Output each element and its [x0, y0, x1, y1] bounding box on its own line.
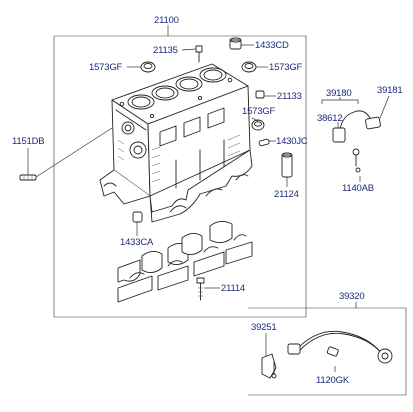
- bolt-21114-drawing: [196, 277, 205, 301]
- dowel-1430jc-drawing: [258, 138, 270, 147]
- knock-sensor-drawing: [287, 330, 393, 364]
- label-plug-1433ca: 1433CA: [120, 237, 154, 248]
- bearing-caps-drawing: [117, 221, 253, 303]
- label-plug-mid: 1573GF: [242, 106, 276, 117]
- lead-21135: [181, 48, 197, 51]
- label-part-38612: 38612: [317, 113, 342, 124]
- stud-1151db-drawing: [19, 174, 37, 181]
- label-plug-21124: 21124: [274, 189, 299, 200]
- label-knock-sensor: 39320: [339, 291, 364, 302]
- knock-sensor-frame: [248, 307, 407, 396]
- label-dowel-1430jc: 1430JC: [276, 136, 308, 147]
- lead-1573gf-mid: [251, 117, 259, 122]
- label-plug-right: 1573GF: [269, 62, 303, 73]
- label-pin-21133: 21133: [277, 91, 302, 102]
- plug-21124-drawing: [281, 152, 293, 178]
- lead-39181: [379, 95, 390, 119]
- plug-1573gf-left-drawing: [140, 61, 156, 73]
- plug-1573gf-right-drawing: [241, 61, 257, 73]
- label-stud-1151db: 1151DB: [12, 136, 44, 147]
- label-bolt-1140ab: 1140AB: [342, 183, 374, 194]
- plug-1433ca-drawing: [132, 211, 143, 223]
- cap-1433cd-drawing: [229, 37, 242, 50]
- label-bearing-bolt: 21114: [221, 283, 245, 294]
- engine-block-drawing: [99, 63, 253, 223]
- plug-1573gf-mid-drawing: [251, 119, 265, 131]
- sensor-group-bracket: [321, 99, 359, 104]
- bolt-21135-drawing: [195, 45, 203, 63]
- label-bolt-21135: 21135: [153, 45, 178, 56]
- label-cap-1433cd: 1433CD: [255, 40, 289, 51]
- label-engine-block: 21100: [154, 15, 179, 26]
- bracket-39251-drawing: [261, 353, 277, 379]
- label-bolt-1120gk: 1120GK: [316, 375, 350, 386]
- lead-1151db-block: [35, 127, 113, 178]
- label-sensor-group: 39180: [326, 88, 351, 99]
- label-plug-left: 1573GF: [89, 62, 123, 73]
- label-part-39181: 39181: [377, 85, 402, 96]
- crank-sensor-drawing: [332, 110, 381, 173]
- label-bracket-39251: 39251: [251, 322, 276, 333]
- pin-21133-drawing: [255, 90, 265, 99]
- group-frame: [53, 35, 307, 318]
